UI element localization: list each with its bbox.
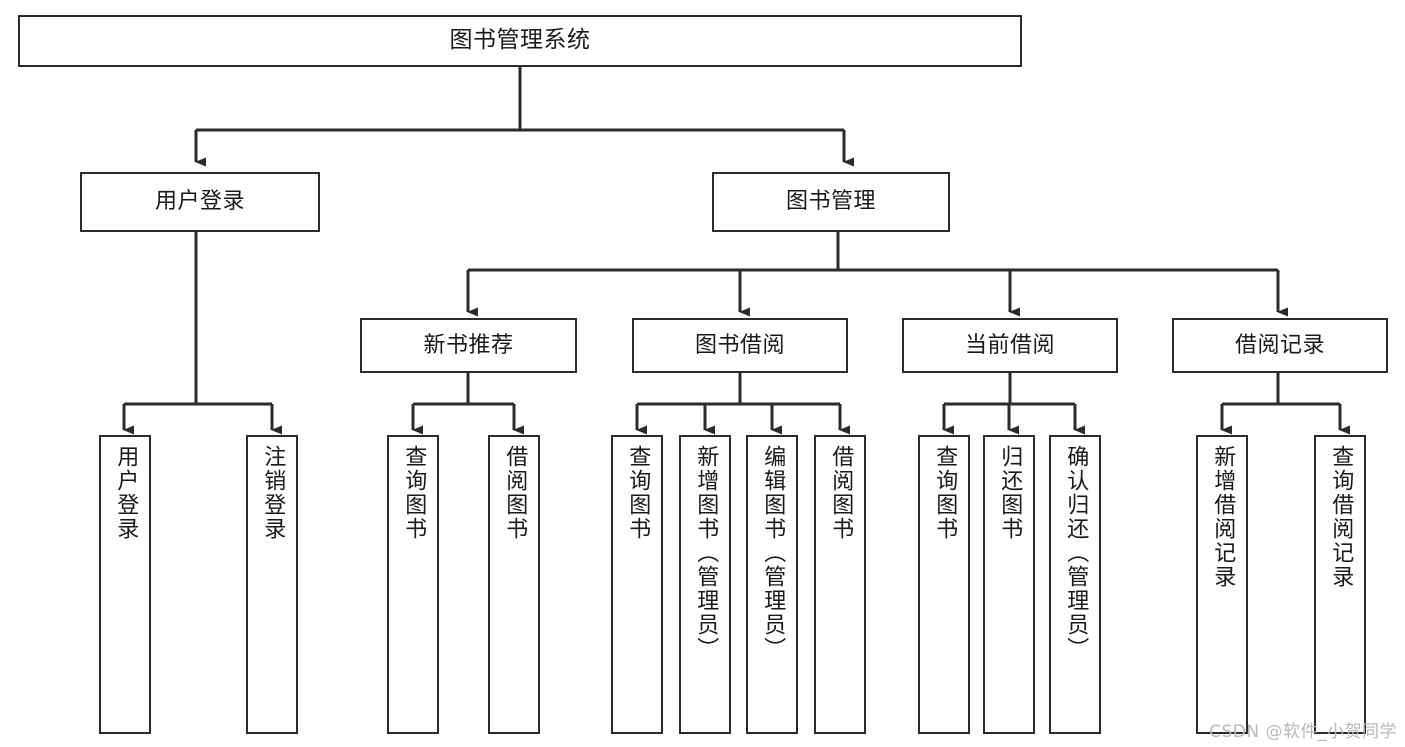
leaf-current-borrow-return-book[interactable]: 归还图书 bbox=[983, 435, 1035, 734]
node-label: 借阅图书 bbox=[502, 445, 528, 541]
leaf-new-book-query-book[interactable]: 查询图书 bbox=[387, 435, 439, 734]
leaf-current-borrow-confirm-return-admin[interactable]: 确认归还（管理员） bbox=[1049, 435, 1101, 734]
leaf-book-borrow-query-book[interactable]: 查询图书 bbox=[611, 435, 663, 734]
node-label: 注销登录 bbox=[260, 445, 286, 541]
node-current-borrow[interactable]: 当前借阅 bbox=[902, 318, 1118, 373]
node-user-login[interactable]: 用户登录 bbox=[80, 172, 320, 232]
watermark-text: CSDN @软件_小贺同学 bbox=[1209, 722, 1397, 742]
node-label: 查询图书 bbox=[401, 445, 427, 541]
node-label: 新书推荐 bbox=[423, 332, 514, 358]
node-label: 图书管理系统 bbox=[449, 27, 591, 54]
node-label: 当前借阅 bbox=[964, 332, 1055, 358]
node-label: 确认归还（管理员） bbox=[1063, 445, 1089, 661]
node-book-borrow[interactable]: 图书借阅 bbox=[632, 318, 848, 373]
node-label: 图书管理 bbox=[785, 189, 876, 215]
leaf-new-book-borrow-book[interactable]: 借阅图书 bbox=[488, 435, 540, 734]
node-root-book-management-system[interactable]: 图书管理系统 bbox=[18, 15, 1022, 67]
node-label: 查询借阅记录 bbox=[1328, 445, 1354, 589]
node-borrow-record[interactable]: 借阅记录 bbox=[1172, 318, 1388, 373]
node-label: 用户登录 bbox=[113, 445, 139, 541]
node-label: 借阅记录 bbox=[1234, 332, 1325, 358]
leaf-book-borrow-edit-book-admin[interactable]: 编辑图书（管理员） bbox=[746, 435, 798, 734]
node-label: 图书借阅 bbox=[694, 332, 785, 358]
node-label: 借阅图书 bbox=[828, 445, 854, 541]
node-label: 用户登录 bbox=[154, 189, 245, 215]
leaf-book-borrow-borrow-book[interactable]: 借阅图书 bbox=[814, 435, 866, 734]
leaf-user-login-logout[interactable]: 注销登录 bbox=[246, 435, 298, 734]
node-label: 查询图书 bbox=[625, 445, 651, 541]
node-book-management[interactable]: 图书管理 bbox=[712, 172, 950, 232]
node-label: 新增图书（管理员） bbox=[693, 445, 719, 661]
node-label: 新增借阅记录 bbox=[1210, 445, 1236, 589]
leaf-borrow-record-query-record[interactable]: 查询借阅记录 bbox=[1314, 435, 1366, 734]
leaf-user-login-login[interactable]: 用户登录 bbox=[99, 435, 151, 734]
leaf-book-borrow-add-book-admin[interactable]: 新增图书（管理员） bbox=[679, 435, 731, 734]
node-label: 归还图书 bbox=[997, 445, 1023, 541]
node-label: 编辑图书（管理员） bbox=[760, 445, 786, 661]
leaf-borrow-record-add-record[interactable]: 新增借阅记录 bbox=[1196, 435, 1248, 734]
node-new-book-recommend[interactable]: 新书推荐 bbox=[360, 318, 577, 373]
node-label: 查询图书 bbox=[932, 445, 958, 541]
leaf-current-borrow-query-book[interactable]: 查询图书 bbox=[918, 435, 970, 734]
